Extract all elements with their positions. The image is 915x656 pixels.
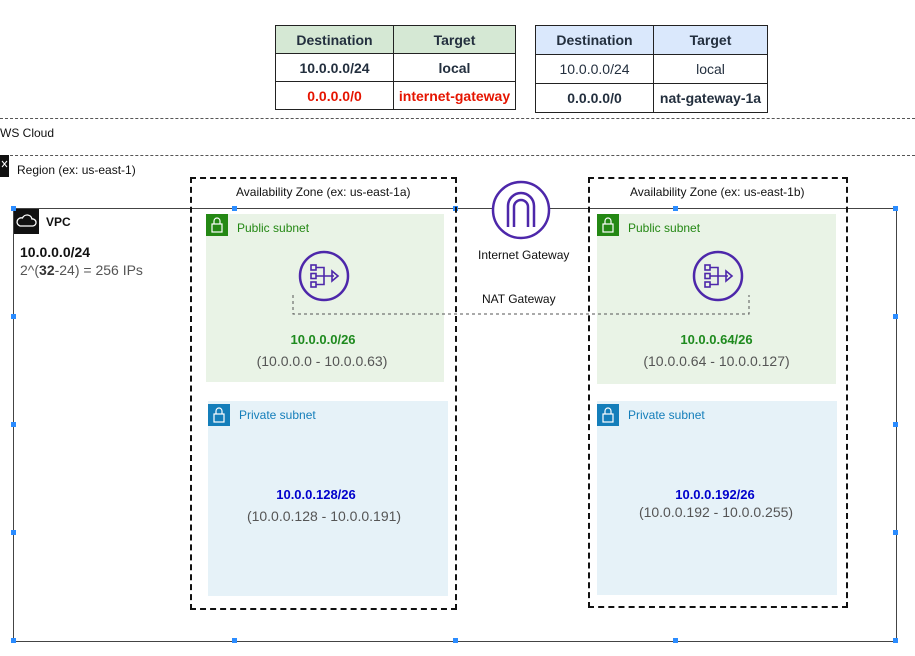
private-route-table: Destination Target 10.0.0.0/24 local 0.0… — [535, 25, 768, 113]
selection-handle[interactable] — [11, 206, 16, 211]
rt-cell: local — [393, 53, 516, 82]
cloud-icon — [14, 209, 39, 234]
public-subnet-b-cidr: 10.0.0.64/26 — [680, 332, 753, 347]
rt-cell: nat-gateway-1a — [653, 83, 768, 113]
selection-handle[interactable] — [11, 422, 16, 427]
selection-handle[interactable] — [893, 530, 898, 535]
lock-icon — [208, 404, 230, 426]
private-subnet-a-label: Private subnet — [239, 408, 316, 422]
selection-handle[interactable] — [893, 206, 898, 211]
az-a-label: Availability Zone (ex: us-east-1a) — [236, 185, 411, 199]
private-subnet-b: Private subnet 10.0.0.192/26 (10.0.0.192… — [597, 401, 837, 595]
vpc-calc-prefix: 2^( — [20, 262, 40, 278]
selection-handle[interactable] — [673, 638, 678, 643]
rt-cell: local — [653, 54, 768, 84]
region-top-border — [0, 155, 915, 156]
az-b-label: Availability Zone (ex: us-east-1b) — [630, 185, 805, 199]
selection-handle[interactable] — [893, 638, 898, 643]
vpc-label: VPC — [46, 215, 71, 229]
selection-handle[interactable] — [232, 206, 237, 211]
public-subnet-b-range: (10.0.0.64 - 10.0.0.127) — [643, 353, 790, 369]
selection-handle[interactable] — [673, 206, 678, 211]
selection-handle[interactable] — [232, 638, 237, 643]
public-subnet-a-range: (10.0.0.0 - 10.0.0.63) — [256, 353, 388, 369]
vpc-cidr: 10.0.0.0/24 — [20, 244, 91, 260]
cloud-top-border — [0, 118, 915, 119]
selection-handle[interactable] — [11, 314, 16, 319]
selection-handle[interactable] — [11, 530, 16, 535]
rt-cell: 10.0.0.0/24 — [535, 54, 654, 84]
public-route-table: Destination Target 10.0.0.0/24 local 0.0… — [275, 25, 516, 110]
nat-gateway-icon — [297, 249, 351, 308]
internet-gateway-icon — [490, 179, 552, 246]
private-subnet-b-range: (10.0.0.192 - 10.0.0.255) — [638, 504, 794, 520]
rt-header-destination: Destination — [535, 25, 654, 55]
selection-handle[interactable] — [11, 638, 16, 643]
rt-cell: 10.0.0.0/24 — [275, 53, 394, 82]
lock-icon — [206, 214, 228, 236]
nat-gateway-icon — [691, 249, 745, 308]
public-subnet-a-cidr: 10.0.0.0/26 — [290, 332, 356, 347]
private-subnet-b-cidr: 10.0.0.192/26 — [675, 487, 755, 502]
availability-zone-b — [588, 177, 848, 608]
internet-gateway-label: Internet Gateway — [478, 248, 570, 262]
private-subnet-a: Private subnet 10.0.0.128/26 (10.0.0.128… — [208, 401, 448, 596]
lock-icon — [597, 214, 619, 236]
selection-handle[interactable] — [893, 422, 898, 427]
selection-handle[interactable] — [893, 314, 898, 319]
public-subnet-a-label: Public subnet — [237, 221, 310, 235]
rt-header-target: Target — [393, 25, 516, 54]
private-subnet-b-label: Private subnet — [628, 408, 705, 422]
private-subnet-a-range: (10.0.0.128 - 10.0.0.191) — [246, 508, 402, 524]
availability-zone-a — [190, 177, 457, 610]
public-subnet-a: Public subnet 10.0.0.0/26 (10.0.0.0 - 10… — [206, 214, 444, 382]
nat-gateway-label: NAT Gateway — [481, 292, 557, 306]
rt-cell: 0.0.0.0/0 — [535, 83, 654, 113]
cloud-label: WS Cloud — [0, 126, 55, 140]
private-subnet-a-cidr: 10.0.0.128/26 — [276, 487, 356, 502]
rt-cell: internet-gateway — [393, 81, 516, 110]
public-subnet-b: Public subnet 10.0.0.64/26 (10.0.0.64 - … — [597, 214, 836, 384]
selection-handle[interactable] — [453, 638, 458, 643]
rt-header-target: Target — [653, 25, 768, 55]
vpc-calc-suffix: -24) = 256 IPs — [54, 262, 143, 278]
vpc-ip-calc: 2^(32-24) = 256 IPs — [20, 262, 143, 278]
vpc-calc-bold: 32 — [39, 262, 55, 278]
lock-icon — [597, 404, 619, 426]
region-label: Region (ex: us-east-1) — [17, 163, 136, 177]
public-subnet-b-label: Public subnet — [628, 221, 701, 235]
rt-header-destination: Destination — [275, 25, 394, 54]
flag-icon — [0, 155, 9, 177]
